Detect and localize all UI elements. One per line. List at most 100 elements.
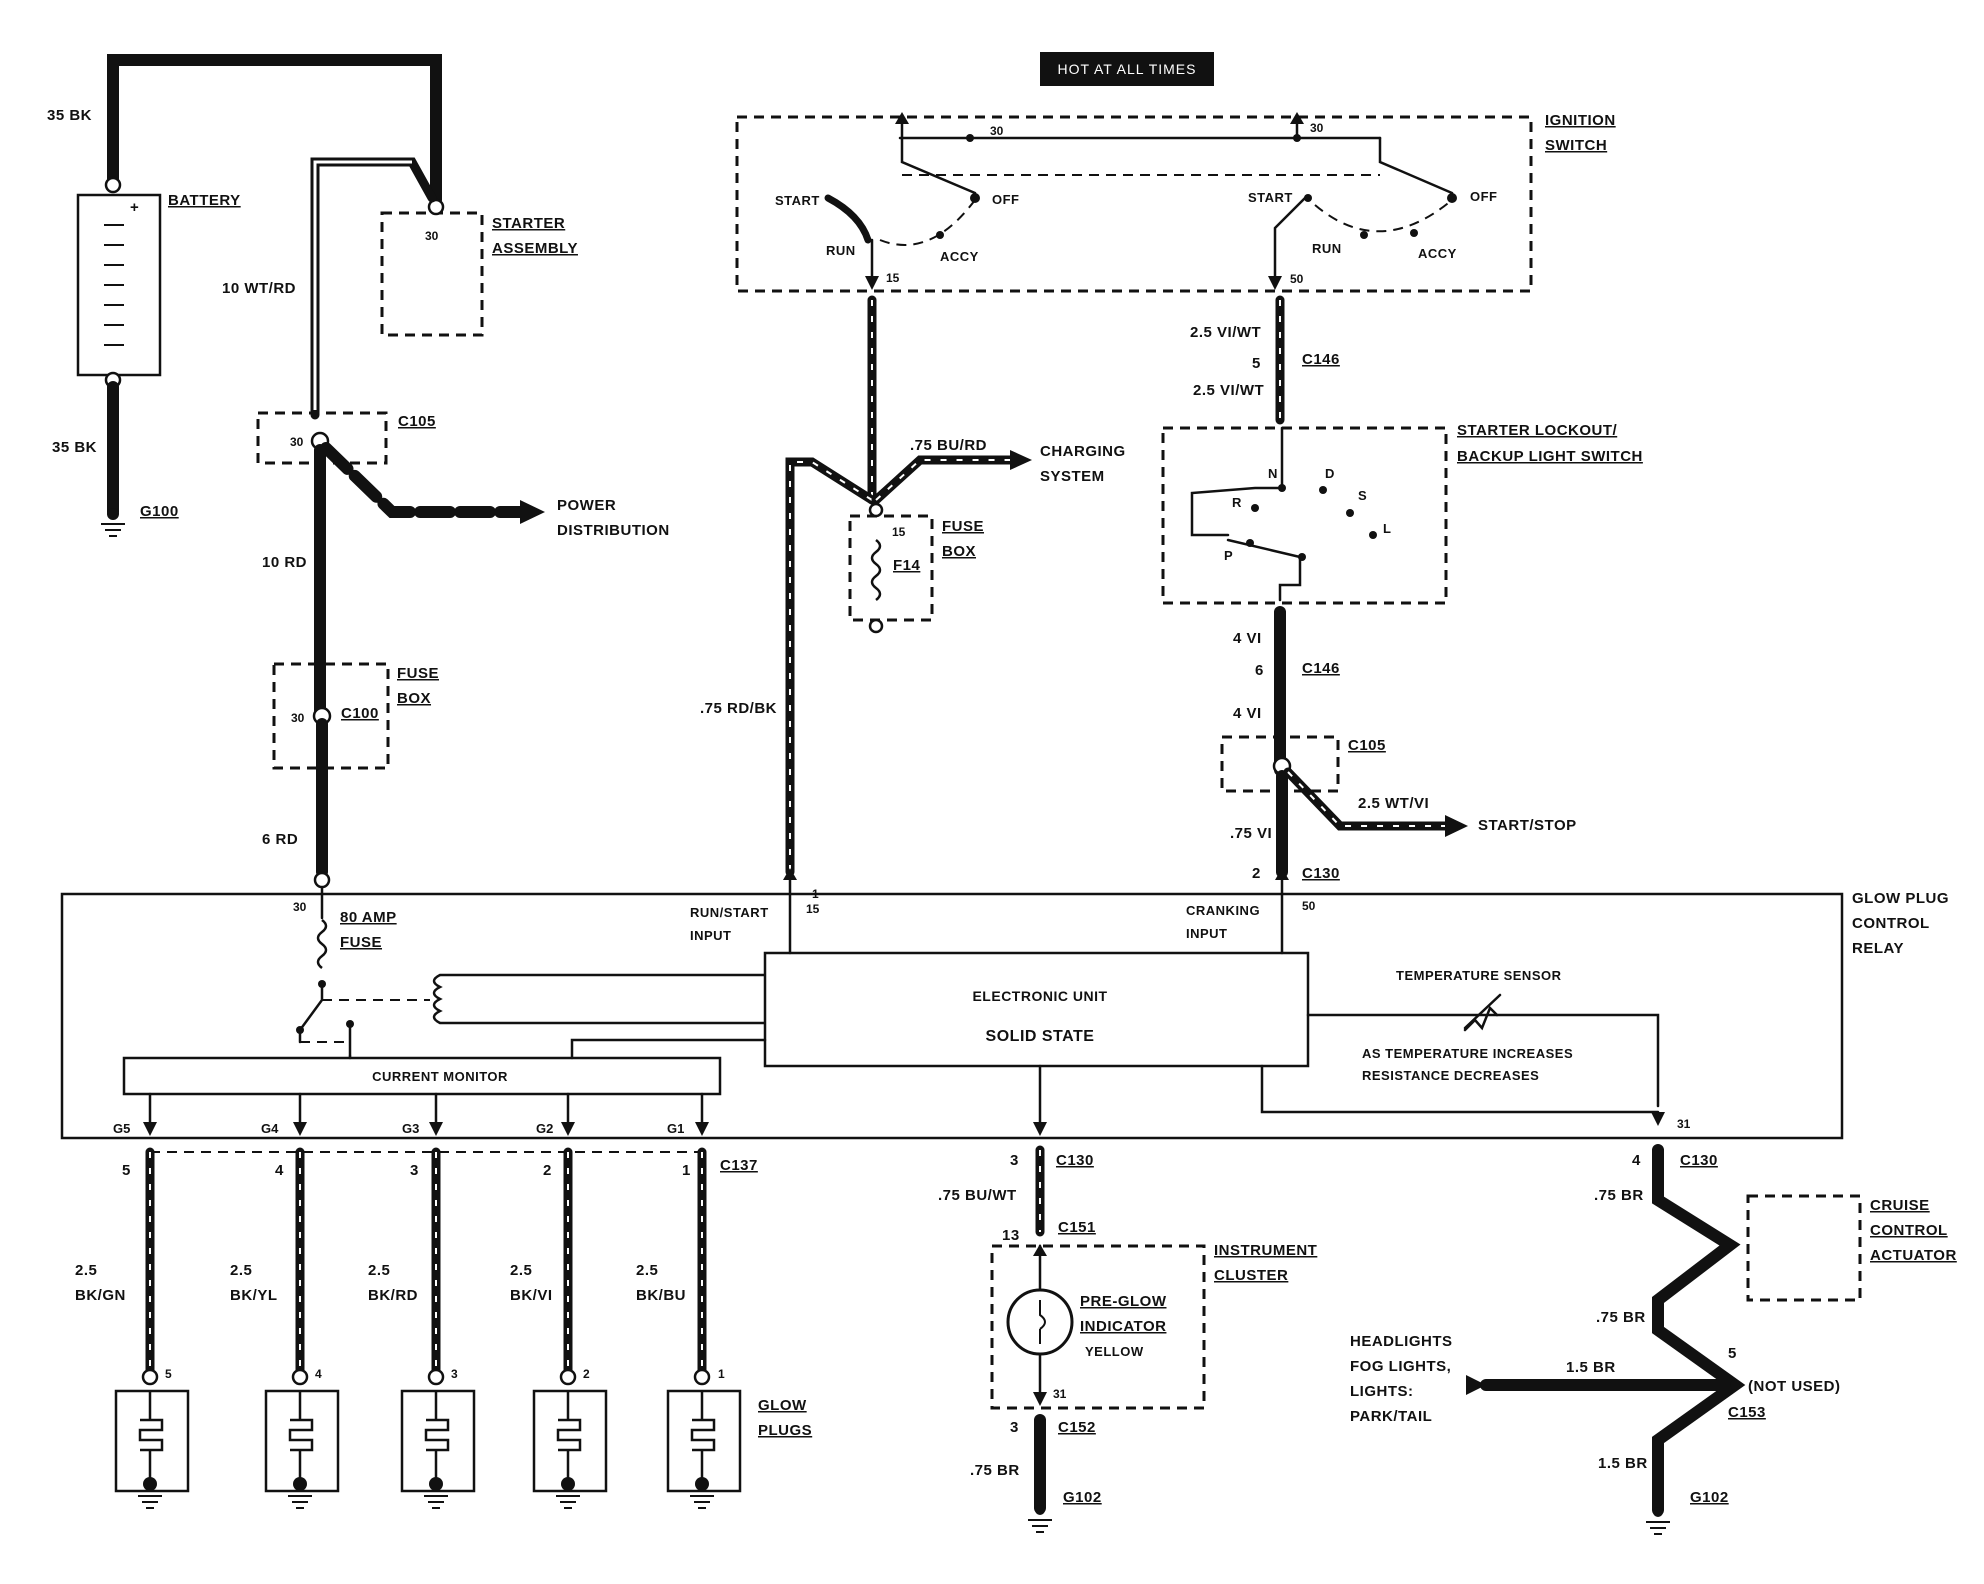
relay-label-3: RELAY	[1852, 940, 1904, 957]
ign-start-a: START	[775, 193, 820, 208]
c151-arrow-icon	[1033, 1244, 1047, 1256]
g102-cluster-point	[1035, 1505, 1045, 1515]
g102-cluster-label: G102	[1063, 1489, 1102, 1506]
glow-plug-3-color: BK/RD	[368, 1287, 418, 1304]
charging-wire	[871, 455, 1015, 505]
f14-fuse-icon	[870, 539, 882, 601]
battery-positive-terminal	[104, 176, 122, 194]
relay-pin-1: 1	[812, 887, 819, 901]
c153-label: C153	[1728, 1404, 1766, 1421]
glow-plug-1-gauge: 2.5	[636, 1262, 658, 1279]
ign-off-a-contact	[970, 193, 980, 203]
ign-pin15: 15	[886, 271, 900, 285]
charging-wire-stripe	[875, 459, 1010, 501]
g102-right-ground-icon	[1646, 1521, 1670, 1535]
c153-splice-point	[1730, 1380, 1740, 1390]
cluster-wire-a-label: .75 BU/WT	[938, 1187, 1017, 1204]
f14-box-label-1: FUSE	[942, 518, 984, 535]
battery-cells	[104, 224, 124, 346]
c105-left-label: C105	[398, 413, 436, 430]
relay-label-1: GLOW PLUG	[1852, 890, 1949, 907]
start-stop-arrow-icon	[1445, 815, 1468, 837]
c146-top-label: C146	[1302, 351, 1340, 368]
c137-label: C137	[720, 1157, 758, 1174]
g3-label: G3	[402, 1121, 419, 1136]
lockout-wire-e-label: .75 VI	[1230, 825, 1272, 842]
lockout-pos-l: L	[1383, 521, 1391, 536]
lockout-pos-d: D	[1325, 466, 1335, 481]
starter-wire-label: 10 WT/RD	[222, 280, 296, 297]
ign-accy-a: ACCY	[940, 249, 979, 264]
ign-pin30b-arrow-icon	[1290, 112, 1304, 124]
lockout-p-contact	[1246, 539, 1254, 547]
relay-label-2: CONTROL	[1852, 915, 1930, 932]
current-monitor-box	[122, 1056, 722, 1096]
charging-arrow-icon	[1010, 450, 1032, 470]
glow-plug-4-gauge: 2.5	[230, 1262, 252, 1279]
g100-label: G100	[140, 503, 179, 520]
instrument-cluster-box	[990, 1244, 1206, 1410]
cruise-label-2: CONTROL	[1870, 1222, 1948, 1239]
relay-pin-30: 30	[293, 900, 307, 914]
cruise-label-1: CRUISE	[1870, 1197, 1930, 1214]
g100-ground-point	[107, 508, 119, 520]
glow-plugs-label-1: GLOW	[758, 1397, 807, 1414]
glow-channel-3: G3	[402, 1092, 443, 1136]
solid-state-label: SOLID STATE	[986, 1028, 1095, 1045]
fuse-80amp-label-1: 80 AMP	[340, 909, 397, 926]
cluster-c130-label: C130	[1056, 1152, 1094, 1169]
lockout-wire-b-label: 2.5 VI/WT	[1193, 382, 1264, 399]
lockout-pos-p: P	[1224, 548, 1233, 563]
g100-ground-icon	[101, 523, 125, 537]
80amp-fuse-icon	[316, 919, 328, 969]
ign-start-b-contact	[1273, 196, 1307, 282]
indicator-label-3: YELLOW	[1085, 1344, 1144, 1359]
current-monitor-label: CURRENT MONITOR	[372, 1069, 508, 1084]
glow-plug-1-color: BK/BU	[636, 1287, 686, 1304]
cruise-actuator-box	[1746, 1194, 1862, 1302]
right-c130-label: C130	[1680, 1152, 1718, 1169]
glow-plug-5-term: 5	[165, 1367, 172, 1381]
start-stop-label: START/STOP	[1478, 817, 1577, 834]
lockout-d-contact	[1319, 486, 1327, 494]
starter-label-1: STARTER	[492, 215, 565, 232]
ignition-label-2: SWITCH	[1545, 137, 1607, 154]
run-start-label-1: RUN/START	[690, 905, 769, 920]
relay-pin-31: 31	[1677, 1117, 1691, 1131]
g5-label: G5	[113, 1121, 130, 1136]
cluster-c130-pin: 3	[1010, 1152, 1019, 1169]
glow-plug-5-pin: 5	[122, 1162, 131, 1179]
c130-top-pin: 2	[1252, 865, 1261, 882]
glow-plug-5-ground-icon	[138, 1495, 162, 1509]
cruise-label-3: ACTUATOR	[1870, 1247, 1957, 1264]
g2-arrow-icon	[561, 1122, 575, 1136]
run-start-wire	[785, 457, 877, 877]
g102-right-label: G102	[1690, 1489, 1729, 1506]
glow-plug-5: 5 2.5 BK/GN 5	[75, 1147, 190, 1509]
temp-note-2: RESISTANCE DECREASES	[1362, 1068, 1539, 1083]
glow-plug-1-term: 1	[718, 1367, 725, 1381]
thermistor-arrow-line	[1463, 993, 1502, 1030]
right-pin-4: 4	[1632, 1152, 1641, 1169]
g102-right-point	[1653, 1507, 1663, 1517]
f14-out-terminal	[868, 618, 884, 634]
pre-glow-bulb-icon	[1006, 1288, 1074, 1356]
c105-out-wire-label: 10 RD	[262, 554, 307, 571]
pin31-cluster-arrow-icon	[1033, 1392, 1047, 1406]
ign-arc-a	[879, 199, 976, 246]
fuse-box-left-label-2: BOX	[397, 690, 431, 707]
temperature-sensor-label: TEMPERATURE SENSOR	[1396, 968, 1562, 983]
fuse-box-left-label-1: FUSE	[397, 665, 439, 682]
hot-banner-text: HOT AT ALL TIMES	[1058, 61, 1197, 77]
glow-plug-3-term: 3	[451, 1367, 458, 1381]
lockout-wire-c-label: 4 VI	[1233, 630, 1262, 647]
glow-channel-4: G4	[261, 1092, 307, 1136]
power-distribution-arrow-icon	[520, 500, 545, 524]
ign-off-a: OFF	[992, 192, 1020, 207]
glow-plug-4: 4 2.5 BK/YL 4	[230, 1147, 340, 1509]
glow-plug-2-color: BK/VI	[510, 1287, 553, 1304]
glow-plug-4-pin: 4	[275, 1162, 284, 1179]
power-distribution-wire	[320, 442, 526, 518]
g4-arrow-icon	[293, 1122, 307, 1136]
